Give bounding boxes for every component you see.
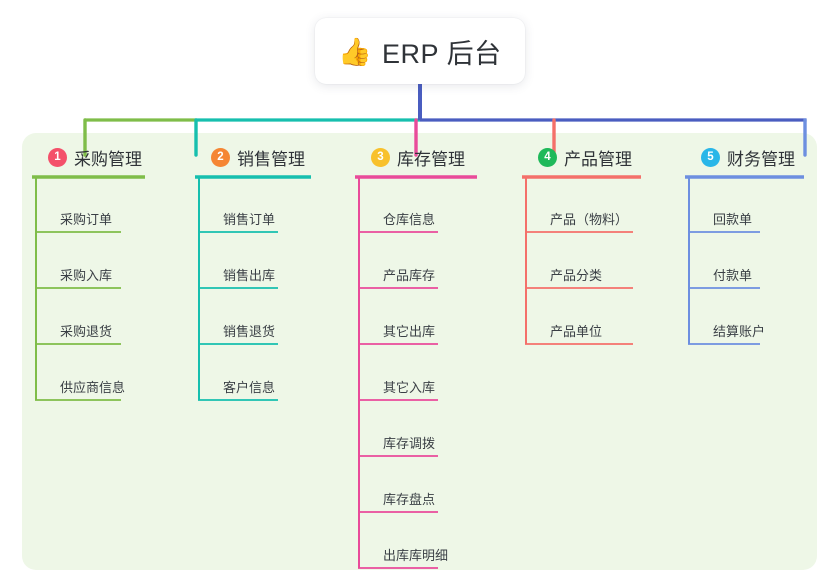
leaf-list: 销售订单销售出库销售退货客户信息 (197, 181, 305, 405)
branch-header-4[interactable]: 4 产品管理 (524, 145, 632, 169)
leaf-node[interactable]: 库存调拨 (357, 405, 465, 461)
leaf-label: 付款单 (713, 268, 753, 283)
root-node-title: ERP 后台 (382, 38, 502, 69)
branch-title: 产品管理 (564, 149, 632, 169)
leaf-label: 销售出库 (223, 268, 276, 283)
leaf-node[interactable]: 销售出库 (197, 237, 305, 293)
branch-number-badge: 1 (48, 147, 67, 167)
leaf-node[interactable]: 产品（物料） (524, 181, 632, 237)
leaf-list: 回款单付款单结算账户 (687, 181, 795, 349)
leaf-label: 库存盘点 (383, 492, 436, 507)
leaf-node[interactable]: 产品库存 (357, 237, 465, 293)
leaf-label: 采购退货 (60, 324, 113, 339)
leaf-label: 采购入库 (60, 268, 113, 283)
branch-header-2[interactable]: 2 销售管理 (197, 145, 305, 169)
leaf-label: 客户信息 (223, 380, 276, 395)
leaf-node[interactable]: 其它入库 (357, 349, 465, 405)
branch-number-badge: 2 (211, 147, 230, 167)
leaf-label: 采购订单 (60, 212, 113, 227)
branch-title: 采购管理 (74, 149, 142, 169)
branch-number-badge: 3 (371, 147, 390, 167)
leaf-node[interactable]: 出库库明细 (357, 517, 465, 573)
leaf-node[interactable]: 客户信息 (197, 349, 305, 405)
leaf-node[interactable]: 仓库信息 (357, 181, 465, 237)
branch-title: 库存管理 (397, 149, 465, 169)
diagram-panel (22, 133, 817, 570)
leaf-node[interactable]: 采购订单 (34, 181, 142, 237)
leaf-node[interactable]: 付款单 (687, 237, 795, 293)
branch-column-5: 5 财务管理回款单付款单结算账户 (687, 145, 795, 349)
branch-column-3: 3 库存管理仓库信息产品库存其它出库其它入库库存调拨库存盘点出库库明细 (357, 145, 465, 573)
leaf-list: 采购订单采购入库采购退货供应商信息 (34, 181, 142, 405)
leaf-list: 产品（物料） 产品分类产品单位 (524, 181, 632, 349)
leaf-label: 库存调拨 (383, 436, 436, 451)
leaf-label: 产品单位 (550, 324, 603, 339)
leaf-label: 回款单 (713, 212, 753, 227)
branch-header-5[interactable]: 5 财务管理 (687, 145, 795, 169)
leaf-node[interactable]: 销售退货 (197, 293, 305, 349)
leaf-label: 销售订单 (223, 212, 276, 227)
leaf-node[interactable]: 库存盘点 (357, 461, 465, 517)
leaf-node[interactable]: 销售订单 (197, 181, 305, 237)
leaf-list: 仓库信息产品库存其它出库其它入库库存调拨库存盘点出库库明细 (357, 181, 465, 573)
branch-column-2: 2 销售管理销售订单销售出库销售退货客户信息 (197, 145, 305, 405)
leaf-node[interactable]: 产品分类 (524, 237, 632, 293)
thumbs-up-icon: 👍 (338, 36, 373, 67)
branch-title: 销售管理 (237, 149, 305, 169)
branch-number-badge: 5 (701, 147, 720, 167)
leaf-label: 其它出库 (383, 324, 436, 339)
branch-column-4: 4 产品管理产品（物料） 产品分类产品单位 (524, 145, 632, 349)
leaf-label: 销售退货 (223, 324, 276, 339)
leaf-node[interactable]: 回款单 (687, 181, 795, 237)
leaf-label: 供应商信息 (60, 380, 126, 395)
leaf-label: 出库库明细 (383, 548, 449, 563)
leaf-node[interactable]: 结算账户 (687, 293, 795, 349)
branch-title: 财务管理 (727, 149, 795, 169)
leaf-node[interactable]: 供应商信息 (34, 349, 142, 405)
leaf-label: 其它入库 (383, 380, 436, 395)
branch-column-1: 1 采购管理采购订单采购入库采购退货供应商信息 (34, 145, 142, 405)
leaf-label: 仓库信息 (383, 212, 436, 227)
leaf-label: 产品（物料） (550, 212, 629, 227)
leaf-label: 产品库存 (383, 268, 436, 283)
branch-header-3[interactable]: 3 库存管理 (357, 145, 465, 169)
leaf-node[interactable]: 采购入库 (34, 237, 142, 293)
leaf-label: 产品分类 (550, 268, 603, 283)
leaf-node[interactable]: 产品单位 (524, 293, 632, 349)
leaf-node[interactable]: 采购退货 (34, 293, 142, 349)
branch-number-badge: 4 (538, 147, 557, 167)
branch-header-1[interactable]: 1 采购管理 (34, 145, 142, 169)
leaf-label: 结算账户 (713, 324, 766, 339)
leaf-node[interactable]: 其它出库 (357, 293, 465, 349)
root-node[interactable]: 👍 ERP 后台 (315, 18, 525, 84)
